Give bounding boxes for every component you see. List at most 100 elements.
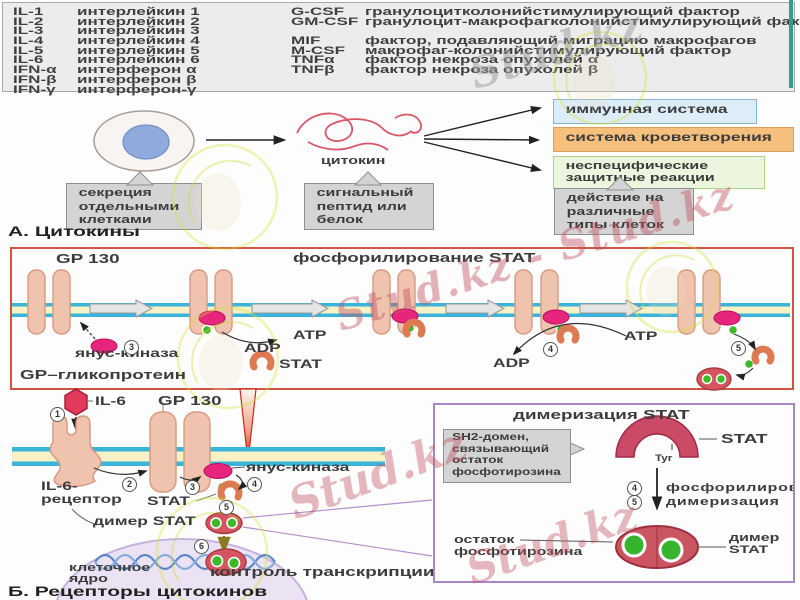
callout-action-on-cells: действие на различные типы клеток [554,188,694,235]
step-5-badge: 5 [731,341,746,356]
step-5-badge: 5 [627,495,642,510]
legend-term: интерлейкин 3 [77,25,200,37]
legend-abbr: IL-1 [13,6,44,18]
legend-term: макрофаг-колонийстимулирующий фактор [365,45,732,57]
legend-term: интерферон α [77,64,197,76]
adp-label: ADP [493,356,530,370]
legend-abbr: MIF [291,35,321,47]
legend-term: фактор, подавляющий миграцию макрофагов [365,35,757,47]
stat-crescents [217,318,775,501]
legend-term: интерферон-γ [77,84,197,96]
membrane-arrows [89,299,644,318]
dimer-stat-label: димер STAT [93,514,196,528]
legend-term: интерлейкин 4 [77,35,200,47]
gp-glycoprotein-label: GP–гликопротеин [20,367,187,382]
inset-stat-dimer-large [519,525,726,569]
legend-abbr: TNFβ [291,64,335,76]
legend-term: гранулоцит-макрофагколонийстимулирующий … [365,16,800,28]
il6-label: IL-6 [95,394,126,408]
panel-b-frame [10,247,794,390]
legend-term: интерлейкин 2 [77,16,200,28]
cytokine-label: цитокин [321,155,386,167]
inset-stat-arch [615,415,717,461]
legend-abbr: IL-6 [13,54,44,66]
legend-abbr: IL-2 [13,16,44,28]
phosphotyrosine-residue-label: остаток фосфотирозина [454,534,583,558]
jak-label-bottom: янус-киназа [246,460,350,474]
il6-hexagon [64,388,88,416]
inset-dimerization: димеризация STAT SH2-домен, связывающий … [433,403,795,583]
target-box-nonspecific-defense: неспецифические защитные реакции [553,156,765,189]
stat-dimer-small [696,367,732,391]
callout-secretion: секреция отдельными клетками [66,183,202,230]
step-3-badge: 3 [124,340,139,355]
inset-stat-label: STAT [721,431,768,446]
gp130-label-top: GP 130 [56,251,120,266]
legend-term: фактор некроза опухолей α [365,54,599,66]
watermark-logo [155,30,719,600]
stat-dimer-on-dna [205,548,247,576]
legend-abbr: TNFα [291,54,335,66]
atp-label: ATP [293,328,327,342]
target-box-label: иммунная система [565,102,728,116]
dna-helix [94,553,276,571]
step-4-badge: 4 [247,477,262,492]
section-b-title: Б. Рецепторы цитокинов [8,583,268,599]
transcription-label: контроль транскрипции [210,564,435,579]
magnifier-triangle [239,388,257,463]
scan-edge-line [789,0,793,88]
legend-abbr: IFN-α [13,64,57,76]
callout-pointers [125,171,635,458]
inset-title: димеризация STAT [513,407,690,422]
fan-arrows [423,106,543,172]
stat-label-top: STAT [279,357,322,371]
stat-label-bottom: STAT [147,494,190,508]
il6-receptor-shape [49,415,102,488]
legend-panel: IL-1 интерлейкин 1 IL-2 интерлейкин 2 IL… [2,2,800,96]
target-box-immune-system: иммунная система [553,99,757,124]
step-6-badge: 6 [194,539,209,554]
sh2-callout-label: SH2-домен, связывающий остаток фосфотиро… [452,432,561,478]
cytokine-squiggle [296,112,422,151]
adp-label: ADP [244,341,281,355]
target-box-hematopoiesis: система кроветворения [553,127,794,152]
gp130-receptor-pairs [27,269,721,335]
step-1-badge: 1 [50,407,65,422]
atp-adp-arrows [221,322,756,381]
legend-abbr: IL-4 [13,35,44,47]
legend-term: фактор некроза опухолей β [365,64,599,76]
janus-kinase-lower [203,463,233,479]
step-2-badge: 2 [122,477,137,492]
atp-label: ATP [624,329,658,343]
legend-abbr: G-CSF [291,6,345,18]
inset-dimer-stat-label: димер STAT [729,532,780,556]
legend-abbr: IFN-γ [13,84,56,96]
legend-term: гранулоцитколонийстимулирующий фактор [365,6,740,18]
inset-phosphorylation-label: фосфорилирование [666,482,795,494]
stat-dimer-main [205,511,243,535]
callout-label: сигнальный пептид или белок [316,187,414,226]
step-3-badge: 3 [185,480,200,495]
legend-term: интерлейкин 1 [77,6,200,18]
secreting-cell [93,110,195,172]
legend-abbr: IFN-β [13,74,57,86]
target-box-label: неспецифические защитные реакции [565,160,715,184]
gp130-lower-pillars [149,404,211,493]
legend-abbr: M-CSF [291,45,345,57]
inset-leader-lines [242,499,433,557]
legend-abbr: GM-CSF [291,16,359,28]
gp130-label-bottom: GP 130 [158,393,222,408]
nucleus-label: клеточное ядро [69,562,151,585]
legend-term: интерферон β [77,74,197,86]
il6-receptor-label: IL-6- рецептор [41,479,122,506]
step-4-badge: 4 [627,481,642,496]
step-5-badge: 5 [219,500,234,515]
legend-term: интерлейкин 6 [77,54,200,66]
callout-label: секреция отдельными клетками [78,187,180,226]
legend-abbr: IL-5 [13,45,44,57]
tyr-label: Tyr [655,453,673,463]
legend-abbr: IL-3 [13,25,44,37]
legend-term: интерлейкин 5 [77,45,200,57]
